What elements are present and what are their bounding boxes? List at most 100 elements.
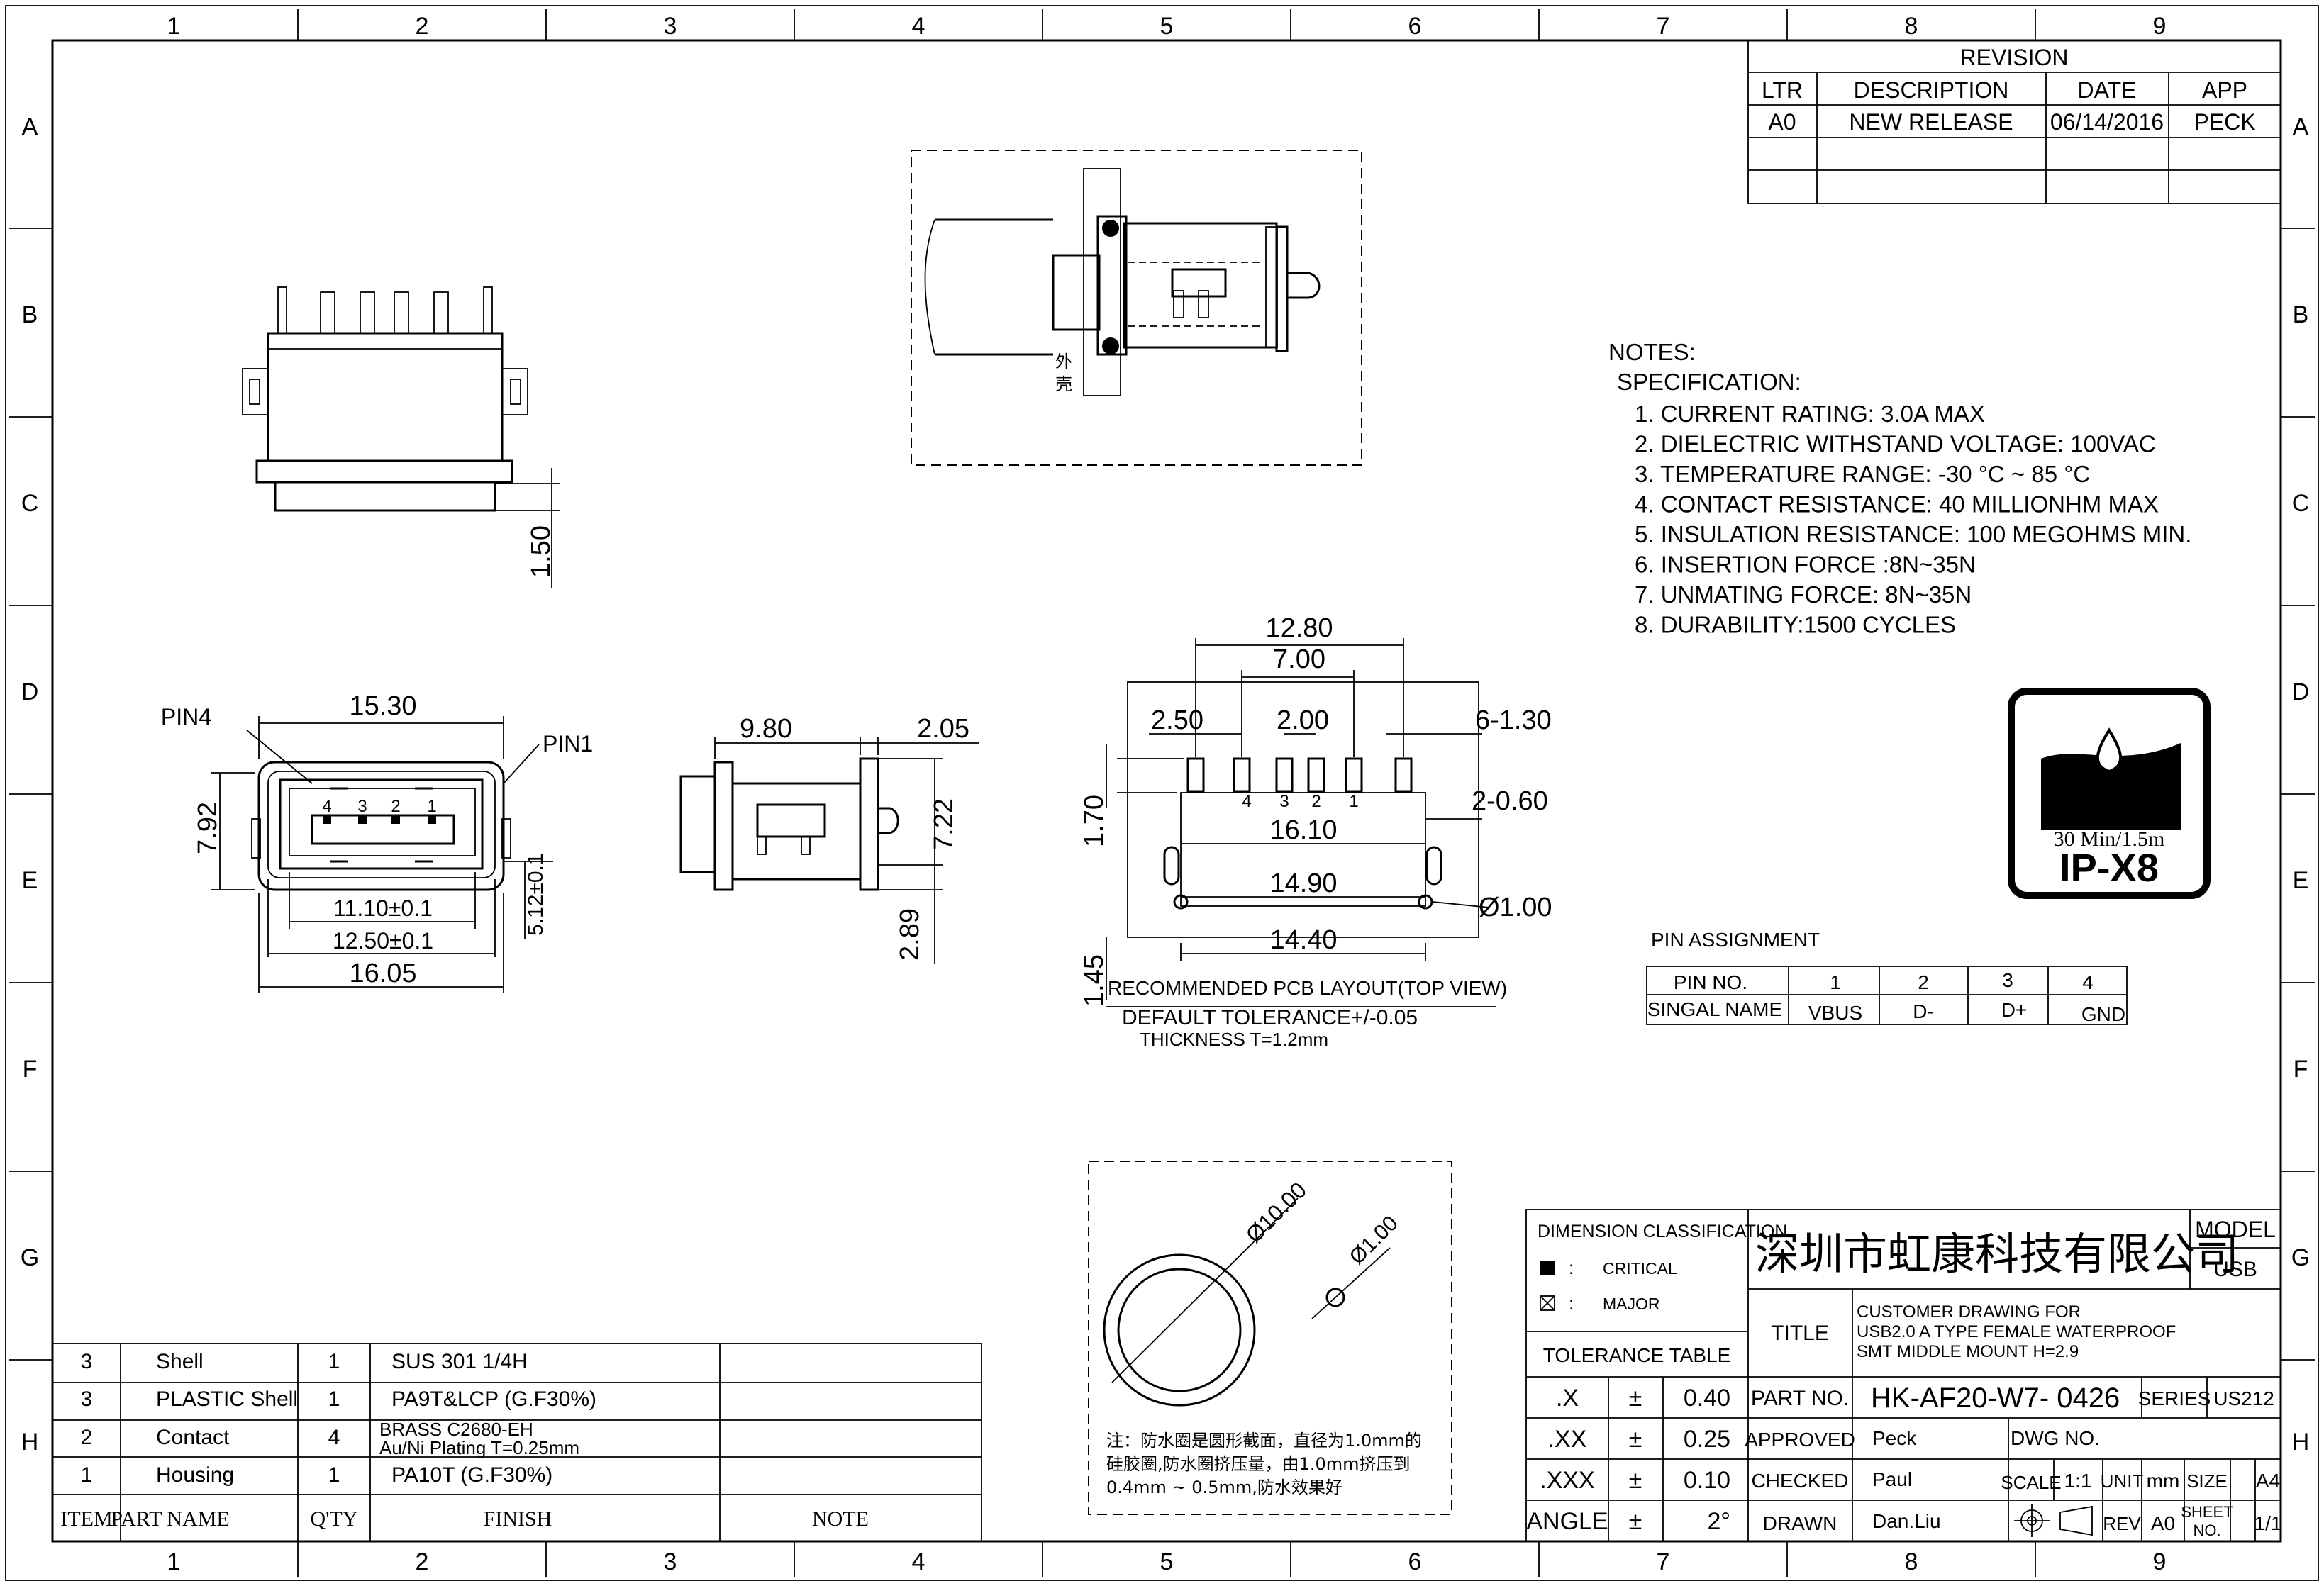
pin-number-3: 3 — [2002, 969, 2013, 991]
row-label-left: B — [22, 301, 38, 328]
unit-label: UNIT — [2101, 1470, 2144, 1492]
critical-symbol-icon — [1540, 1261, 1555, 1275]
column-label-bottom: 1 — [167, 1548, 181, 1575]
checked-label: CHECKED — [1752, 1470, 1849, 1492]
model-label: MODEL — [2195, 1217, 2276, 1242]
series-value: US212 — [2213, 1387, 2274, 1409]
bom-header-finish: FINISH — [484, 1507, 552, 1531]
column-label-top: 5 — [1160, 13, 1174, 40]
dim-15-30: 15.30 — [349, 691, 416, 721]
column-label-top: 8 — [1905, 13, 1918, 40]
bom-quantity: 1 — [328, 1350, 340, 1373]
pin-assignment-table: PIN ASSIGNMENT PIN NO. 1 2 3 4 SINGAL NA… — [1646, 929, 2128, 1025]
signal-d-plus: D+ — [2001, 999, 2028, 1021]
pcb-tolerance: DEFAULT TOLERANCE+/-0.05 — [1122, 1006, 1418, 1029]
bom-part-name: PLASTIC Shell — [156, 1387, 298, 1411]
size-value: A4 — [2256, 1470, 2280, 1492]
column-label-top: 7 — [1657, 13, 1670, 40]
tolerance-table-label: TOLERANCE TABLE — [1543, 1344, 1731, 1366]
dimension-classification-label: DIMENSION CLASSIFICATION — [1538, 1222, 1787, 1241]
dim-dia-10-00: Ø10.00 — [1240, 1177, 1311, 1248]
seal-note-line-3: 0.4mm ~ 0.5mm,防水效果好 — [1106, 1478, 1342, 1497]
svg-text::: : — [1569, 1257, 1574, 1278]
dim-7-22: 7.22 — [929, 798, 959, 851]
row-label-left: D — [21, 678, 39, 705]
bom-finish: SUS 301 1/4H — [391, 1350, 528, 1373]
rev-header-description: DESCRIPTION — [1854, 77, 2009, 103]
part-no-label: PART NO. — [1751, 1387, 1849, 1410]
row-label-left: C — [21, 490, 39, 517]
rev-description: NEW RELEASE — [1849, 109, 2013, 135]
bom-quantity: 1 — [328, 1463, 340, 1487]
sheet-label: SHEET — [2181, 1503, 2233, 1521]
dim-14-40: 14.40 — [1269, 925, 1337, 955]
row-label-right: H — [2292, 1429, 2310, 1456]
bom-finish: BRASS C2680-EH — [379, 1419, 533, 1440]
dim-1-45: 1.45 — [1079, 954, 1109, 1007]
row-label-right: G — [2291, 1244, 2310, 1271]
dim-7-92: 7.92 — [193, 802, 223, 854]
ip-caption: 30 Min/1.5m — [2054, 827, 2165, 851]
front-pin-3: 3 — [357, 797, 367, 816]
bom-part-name: Housing — [156, 1463, 234, 1487]
pin-number-4: 4 — [2082, 971, 2094, 993]
column-label-top: 3 — [664, 13, 677, 40]
rev-label: REV — [2103, 1513, 2141, 1534]
approved-label: APPROVED — [1745, 1429, 1855, 1451]
drawn-by: Dan.Liu — [1872, 1510, 1941, 1532]
size-label: SIZE — [2186, 1470, 2228, 1492]
checked-by: Paul — [1872, 1468, 1912, 1490]
tolerance-plusminus: ± — [1629, 1508, 1642, 1535]
series-label: SERIES — [2138, 1387, 2211, 1409]
approved-by: Peck — [1872, 1427, 1917, 1449]
bom-part-name: Shell — [156, 1350, 204, 1373]
tolerance-precision: .X — [1556, 1385, 1579, 1412]
dim-2-89: 2.89 — [895, 908, 925, 961]
signal-d-minus: D- — [1913, 1000, 1934, 1022]
signal-gnd: GND — [2081, 1003, 2125, 1025]
tolerance-value: 0.25 — [1684, 1426, 1730, 1453]
row-label-right: A — [2293, 113, 2309, 140]
pcb-pin-2: 2 — [1311, 792, 1321, 811]
tolerance-plusminus: ± — [1629, 1467, 1642, 1494]
major-symbol-icon — [1540, 1295, 1555, 1311]
tolerance-precision: .XXX — [1540, 1467, 1594, 1494]
dim-14-90: 14.90 — [1269, 869, 1337, 898]
unit-value: mm — [2147, 1470, 2180, 1492]
signal-name-label: SINGAL NAME — [1647, 998, 1782, 1020]
tolerance-value: 2° — [1707, 1508, 1730, 1535]
revision-title: REVISION — [1960, 45, 2069, 70]
seal-note-line-1: 注：防水圈是圆形截面，直径为1.0mm的 — [1106, 1431, 1422, 1451]
top-view-drawing: 1.50 — [242, 286, 560, 588]
dim-12-80: 12.80 — [1265, 613, 1333, 643]
rev-ltr: A0 — [1768, 109, 1796, 135]
column-label-bottom: 9 — [2153, 1548, 2167, 1575]
pin4-label: PIN4 — [161, 704, 211, 730]
projection-symbol-icon — [2014, 1504, 2093, 1537]
sheet-value: 1/1 — [2254, 1512, 2282, 1534]
pcb-layout-title: RECOMMENDED PCB LAYOUT(TOP VIEW) — [1108, 977, 1507, 999]
row-label-left: E — [22, 867, 38, 894]
rev-header-app: APP — [2202, 77, 2247, 103]
rev-header-ltr: LTR — [1762, 77, 1803, 103]
row-label-left: A — [22, 113, 38, 140]
column-label-bottom: 4 — [912, 1548, 925, 1575]
drawn-label: DRAWN — [1763, 1512, 1837, 1534]
row-label-right: D — [2292, 678, 2310, 705]
bom-header-part-name: PART NAME — [111, 1507, 229, 1531]
seal-ring-lower — [1102, 337, 1119, 354]
title-line-3: SMT MIDDLE MOUNT H=2.9 — [1857, 1342, 2079, 1361]
bom-part-name: Contact — [156, 1426, 230, 1449]
tolerance-precision: .XX — [1548, 1426, 1587, 1453]
notes-heading: NOTES: — [1608, 339, 1696, 365]
tolerance-plusminus: ± — [1629, 1426, 1642, 1453]
notes-block: NOTES: SPECIFICATION: 1. CURRENT RATING:… — [1608, 339, 2191, 638]
revision-table: REVISION LTR DESCRIPTION DATE APP A0 NEW… — [1747, 40, 2281, 204]
dim-1-50: 1.50 — [526, 525, 556, 578]
front-pin-4: 4 — [322, 797, 331, 816]
dim-6-1-30: 6-1.30 — [1475, 705, 1552, 735]
major-label: MAJOR — [1603, 1295, 1660, 1313]
column-label-bottom: 6 — [1408, 1548, 1422, 1575]
